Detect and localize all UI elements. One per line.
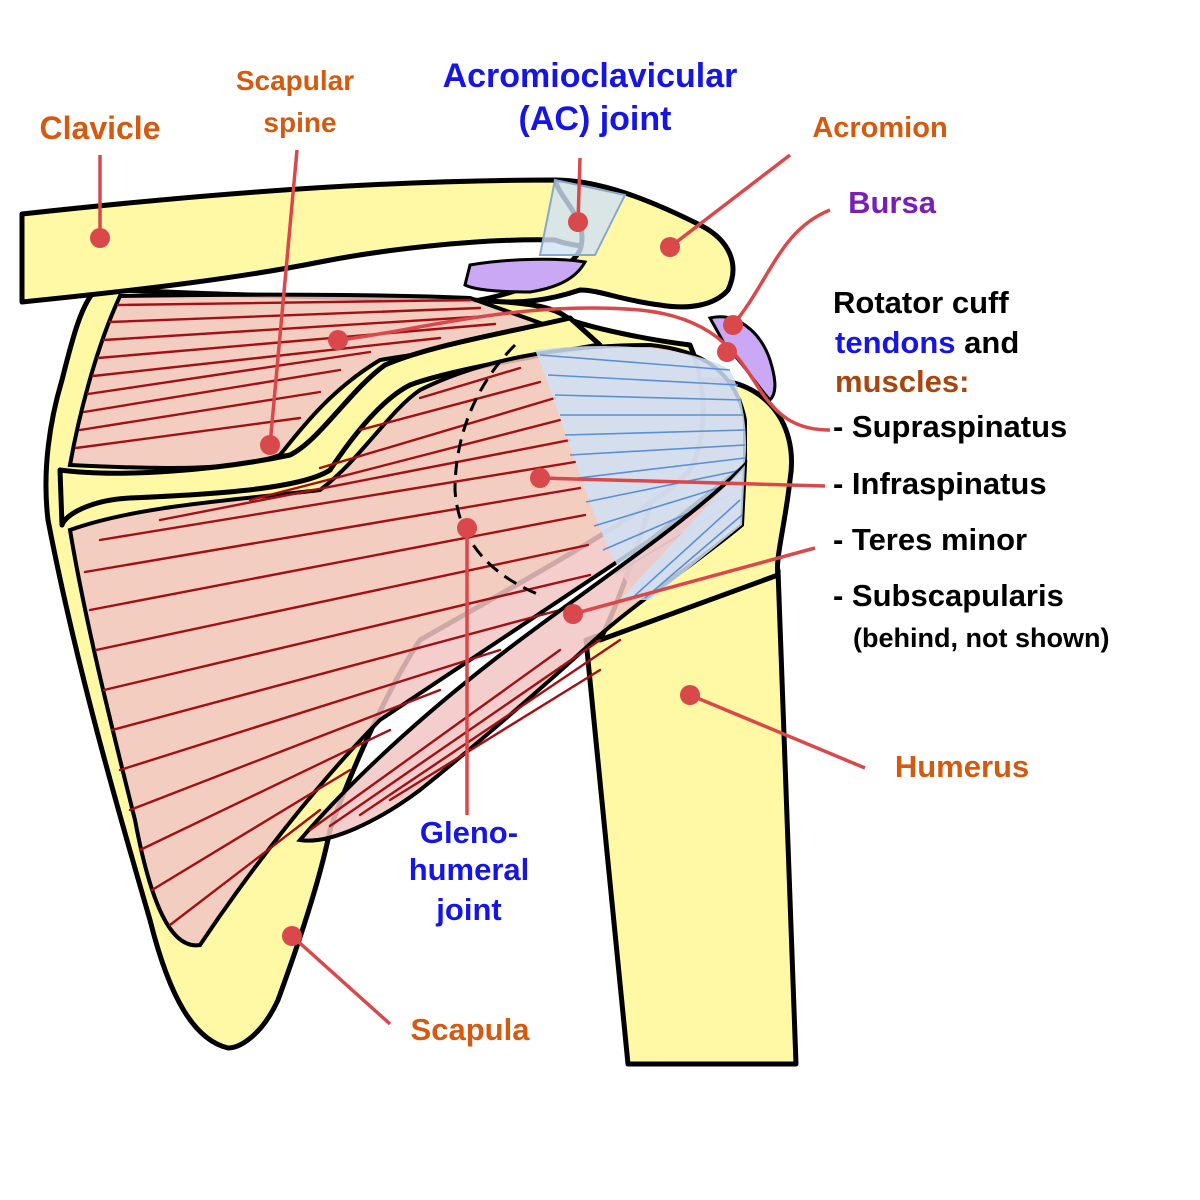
infraspinatus-muscle [67, 342, 747, 948]
teres-minor-tendon [620, 465, 745, 600]
leader-ac-joint [576, 157, 582, 223]
label-subscapularis-note: (behind, not shown) [853, 623, 1109, 653]
label-rotator-cuff-muscles: muscles: [835, 364, 969, 399]
pin-teres-minor [563, 604, 583, 624]
leader-acromion [668, 153, 792, 249]
pin-supraspinatus-muscle [328, 330, 348, 350]
teres-minor-fibers [308, 638, 622, 832]
pin-ac-joint [568, 212, 588, 232]
pin-scapula [282, 926, 302, 946]
leader-infraspinatus [539, 476, 826, 488]
label-scapular-spine-1: Scapular [236, 65, 354, 96]
label-clavicle: Clavicle [40, 110, 161, 146]
leader-bursa [731, 208, 831, 327]
leader-teres-minor [572, 546, 816, 616]
label-ac-joint-1: Acromioclavicular [443, 57, 738, 95]
pin-clavicle [90, 228, 110, 248]
label-rotator-cuff-2: tendons and [835, 325, 1019, 360]
leader-humerus [689, 693, 866, 770]
humerus-shaft [583, 567, 799, 1067]
label-humerus: Humerus [895, 749, 1029, 784]
infraspinatus-tendon [535, 346, 747, 600]
label-infraspinatus: - Infraspinatus [833, 466, 1047, 501]
label-rotator-cuff-and: and [956, 325, 1020, 360]
label-subscapularis: - Subscapularis [833, 578, 1064, 613]
leader-scapula [290, 934, 392, 1026]
bursa-upper [463, 257, 588, 294]
glenohumeral-joint-outline [453, 343, 541, 597]
label-rotator-cuff-tendons: tendons [835, 325, 956, 360]
leader-scapular-spine [268, 149, 299, 446]
label-supraspinatus: - Supraspinatus [833, 409, 1067, 444]
supraspinatus-fibers [74, 298, 497, 450]
pin-humerus [680, 685, 700, 705]
label-teres-minor: - Teres minor [833, 522, 1027, 557]
label-glenohumeral-3: joint [435, 892, 501, 927]
teres-minor-tendon-fibers [629, 499, 743, 601]
label-rotator-cuff-1: Rotator cuff [833, 285, 1009, 320]
label-bursa: Bursa [848, 185, 937, 220]
label-glenohumeral-1: Gleno- [420, 815, 518, 850]
pin-glenohumeral [457, 518, 477, 538]
pin-supraspinatus-tendon [717, 342, 737, 362]
pin-scapular-spine [260, 435, 280, 455]
infraspinatus-fibers [83, 366, 592, 927]
pin-bursa [723, 315, 743, 335]
leader-lines [90, 149, 866, 1026]
pin-infraspinatus [530, 468, 550, 488]
label-scapular-spine-2: spine [263, 107, 336, 138]
label-acromion: Acromion [812, 112, 947, 144]
supraspinatus-pathway [339, 306, 831, 432]
label-ac-joint-2: (AC) joint [519, 100, 672, 138]
pin-acromion [660, 237, 680, 257]
label-scapula: Scapula [411, 1012, 531, 1047]
label-glenohumeral-2: humeral [409, 852, 530, 887]
